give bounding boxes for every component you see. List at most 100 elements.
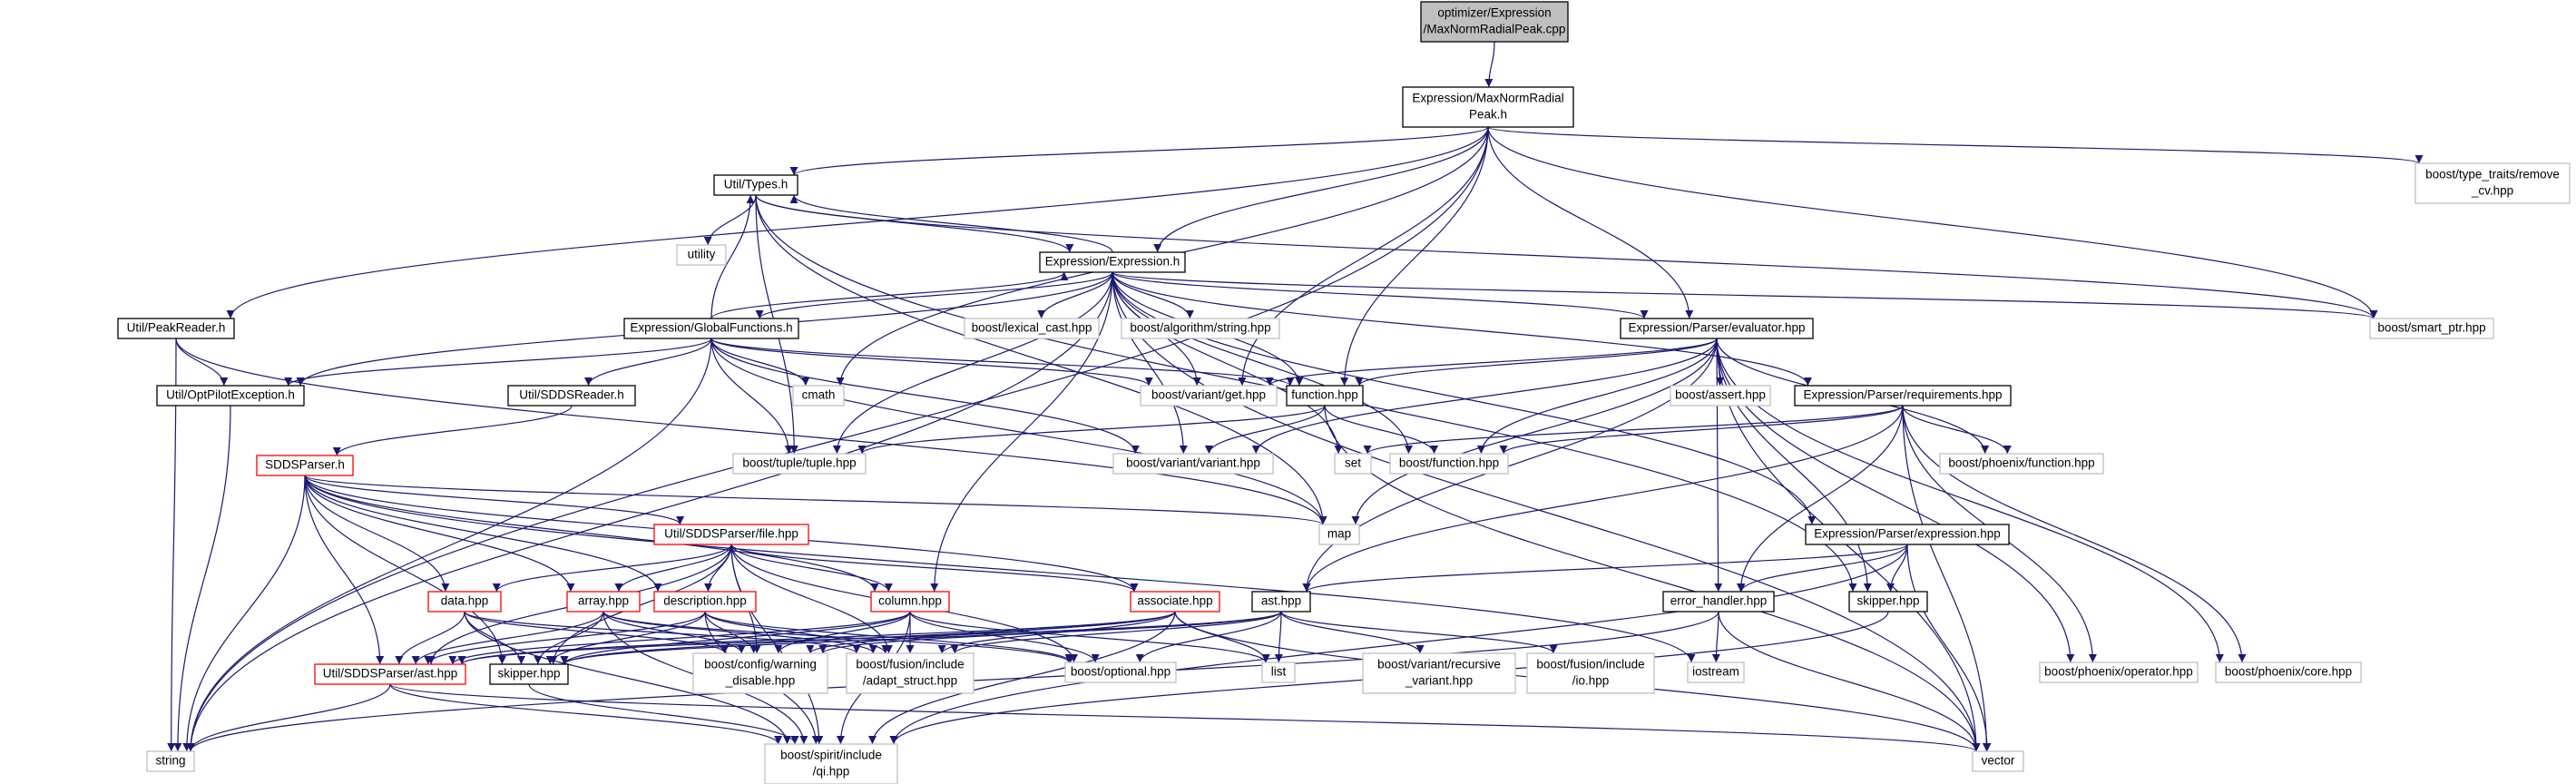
node-label: boost/variant/recursive — [1377, 658, 1501, 671]
edge-types-to-smartptr — [755, 194, 2378, 319]
node-maxnorm[interactable]: Expression/MaxNormRadialPeak.h — [1402, 86, 1574, 128]
node-box — [732, 453, 867, 475]
edge-sddsparser-to-string — [182, 475, 306, 752]
node-ast[interactable]: ast.hpp — [1251, 591, 1311, 612]
node-label: Util/PeakReader.h — [127, 321, 226, 335]
edge-globalfun-to-expression — [710, 271, 1069, 319]
node-label: skipper.hpp — [1856, 594, 1919, 608]
node-expression[interactable]: Expression/Expression.h — [1039, 251, 1186, 273]
edge-sddsparser-to-map — [304, 475, 1327, 525]
node-label: boost/phoenix/operator.hpp — [2044, 665, 2193, 679]
edge-sddsreader-to-sddsparser — [332, 405, 573, 456]
edge-expression-to-requirements — [1112, 271, 1812, 387]
edge-associate-to-utilast — [457, 611, 1176, 665]
node-peakreader[interactable]: Util/PeakReader.h — [117, 318, 235, 339]
edge-utilast-to-qi — [389, 683, 783, 745]
node-label: boost/variant/get.hpp — [1151, 388, 1266, 402]
node-utilast[interactable]: Util/SDDSParser/ast.hpp — [314, 663, 466, 685]
edge-column-to-optional — [909, 611, 1100, 663]
node-label: boost/phoenix/function.hpp — [1948, 456, 2094, 470]
node-functionhpp[interactable]: function.hpp — [1286, 385, 1364, 407]
node-phoenixfunction: boost/phoenix/function.hpp — [1939, 453, 2104, 475]
node-skipper2[interactable]: skipper.hpp — [489, 663, 569, 685]
edge-evaluator-to-boostfunction — [1476, 338, 1718, 455]
node-evaluator[interactable]: Expression/Parser/evaluator.hpp — [1620, 318, 1814, 339]
node-label: boost/function.hpp — [1399, 456, 1499, 470]
edge-exprparser-to-errorhandler — [1737, 544, 1908, 593]
node-box — [713, 174, 798, 196]
edge-maxnorm-to-expression — [1153, 126, 1489, 253]
node-sddsparser[interactable]: SDDSParser.h — [256, 455, 354, 476]
node-box — [1130, 591, 1220, 612]
node-box — [1526, 652, 1655, 694]
node-array[interactable]: array.hpp — [566, 591, 641, 612]
node-vector: vector — [1972, 750, 2024, 772]
node-column[interactable]: column.hpp — [870, 591, 950, 612]
edge-types-to-map — [755, 194, 1327, 525]
node-box — [117, 318, 235, 339]
edge-file-to-data — [492, 544, 732, 593]
node-globalfun[interactable]: Expression/GlobalFunctions.h — [623, 318, 799, 339]
edge-requirements-to-phoenixfunction — [1902, 405, 2012, 455]
node-box — [1112, 453, 1274, 475]
node-lexical: boost/lexical_cast.hpp — [964, 318, 1100, 339]
node-label: utility — [688, 248, 716, 261]
node-label: boost/fusion/include — [1536, 658, 1644, 671]
node-box — [1972, 750, 2024, 772]
edge-sddsparser-to-description — [304, 475, 662, 593]
edge-globalfun-to-map — [710, 338, 1327, 525]
node-label: Util/SDDSParser/file.hpp — [664, 527, 798, 541]
node-map: map — [1318, 524, 1360, 545]
node-exprparser[interactable]: Expression/Parser/expression.hpp — [1805, 524, 2010, 545]
node-box — [1805, 524, 2010, 545]
edge-expression-to-column — [930, 271, 1113, 593]
node-box — [1039, 251, 1186, 273]
node-label: boost/tuple/tuple.hpp — [742, 456, 856, 470]
edge-data-to-utilast — [395, 611, 465, 665]
node-box — [653, 524, 809, 545]
node-label: error_handler.hpp — [1670, 594, 1768, 608]
node-box — [1402, 86, 1574, 128]
node-label: Expression/MaxNormRadial — [1412, 92, 1563, 105]
node-label: associate.hpp — [1137, 594, 1212, 608]
edge-expression-to-string — [186, 271, 1113, 752]
edge-description-to-skipper2 — [545, 611, 706, 665]
node-root[interactable]: optimizer/Expression/MaxNormRadialPeak.c… — [1420, 1, 1569, 43]
edge-expression-to-tuple — [832, 271, 1113, 455]
node-associate[interactable]: associate.hpp — [1130, 591, 1220, 612]
edge-ast-to-skipper2 — [560, 611, 1282, 665]
edge-expression-to-set — [1112, 271, 1343, 455]
edge-globalfun-to-tuple — [710, 338, 793, 455]
node-label: boost/lexical_cast.hpp — [972, 321, 1092, 335]
edge-expression-to-boostfunction — [1112, 271, 1413, 455]
node-sddsreader[interactable]: Util/SDDSReader.h — [507, 385, 636, 407]
edge-sddsparser-to-array — [304, 475, 575, 593]
edge-sddsparser-to-data — [304, 475, 450, 593]
node-box — [1318, 524, 1360, 545]
node-errorhandler[interactable]: error_handler.hpp — [1662, 591, 1775, 612]
node-label: Expression/Parser/evaluator.hpp — [1628, 321, 1805, 335]
node-label: _variant.hpp — [1405, 674, 1473, 688]
node-phoenixop: boost/phoenix/operator.hpp — [2039, 662, 2199, 683]
edge-types-to-utility — [703, 194, 757, 246]
node-box — [1389, 453, 1509, 475]
node-label: Expression/GlobalFunctions.h — [630, 321, 792, 335]
edge-exprparser-to-qi — [889, 544, 1908, 745]
edge-requirements-to-ast — [1302, 405, 1904, 593]
node-skipper[interactable]: skipper.hpp — [1848, 591, 1928, 612]
node-types[interactable]: Util/Types.h — [713, 174, 798, 196]
node-optpilot[interactable]: Util/OptPilotException.h — [156, 385, 305, 407]
node-label: optimizer/Expression — [1437, 6, 1551, 20]
edge-expression-to-algstring — [1112, 271, 1194, 319]
node-box — [964, 318, 1100, 339]
node-label: _cv.hpp — [2471, 184, 2513, 198]
edge-utilast-to-vector — [389, 683, 1981, 752]
node-data[interactable]: data.hpp — [427, 591, 502, 612]
node-requirements[interactable]: Expression/Parser/requirements.hpp — [1794, 385, 2012, 407]
node-set: set — [1334, 453, 1372, 475]
node-box — [1670, 385, 1771, 407]
node-description[interactable]: description.hpp — [653, 591, 757, 612]
node-list: list — [1261, 662, 1296, 683]
node-file[interactable]: Util/SDDSParser/file.hpp — [653, 524, 809, 545]
node-box — [2369, 318, 2494, 339]
